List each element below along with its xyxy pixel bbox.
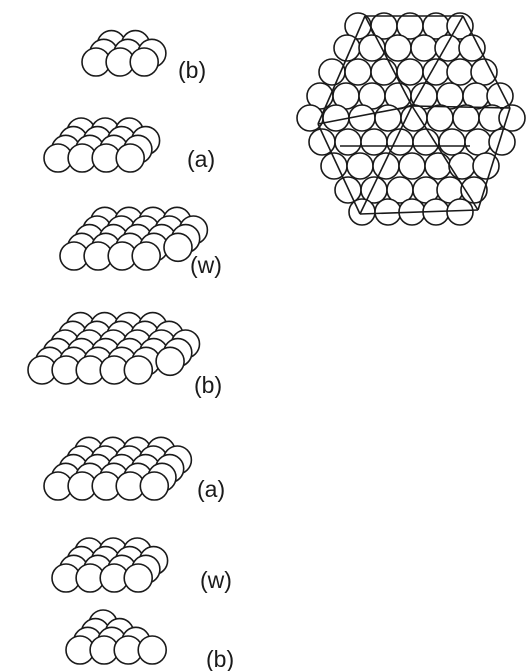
layer-label: (a)	[197, 478, 225, 501]
cluster-sphere	[427, 105, 453, 131]
atom-sphere	[124, 356, 152, 384]
layer-label: (w)	[190, 254, 222, 277]
atom-sphere	[124, 564, 152, 592]
cluster-sphere	[335, 129, 361, 155]
cluster-sphere	[371, 59, 397, 85]
cluster-sphere	[447, 199, 473, 225]
atom-sphere	[164, 233, 192, 261]
cluster-sphere	[361, 129, 387, 155]
cluster-sphere	[397, 59, 423, 85]
cluster-sphere	[447, 59, 473, 85]
cluster-sphere	[411, 35, 437, 61]
cluster-sphere	[439, 129, 465, 155]
layer-label: (b)	[206, 648, 234, 671]
cluster-sphere	[349, 199, 375, 225]
cluster-sphere	[425, 153, 451, 179]
atom-sphere	[130, 48, 158, 76]
cluster-sphere	[499, 105, 525, 131]
atom-sphere	[138, 636, 166, 664]
cluster-sphere	[385, 35, 411, 61]
cluster-sphere	[449, 153, 475, 179]
cluster-sphere	[459, 35, 485, 61]
atom-sphere	[132, 242, 160, 270]
layer-label: (b)	[178, 59, 206, 82]
layer-label: (b)	[194, 374, 222, 397]
cluster-sphere	[345, 59, 371, 85]
cluster-sphere	[465, 129, 491, 155]
cluster-sphere	[373, 153, 399, 179]
layer-label: (w)	[200, 569, 232, 592]
cluster-sphere	[471, 59, 497, 85]
layer-label: (a)	[187, 148, 215, 171]
cluster-sphere	[399, 153, 425, 179]
cluster-sphere	[453, 105, 479, 131]
cluster-sphere	[347, 153, 373, 179]
atom-sphere	[156, 347, 184, 375]
atom-sphere	[140, 472, 168, 500]
atom-sphere	[116, 144, 144, 172]
